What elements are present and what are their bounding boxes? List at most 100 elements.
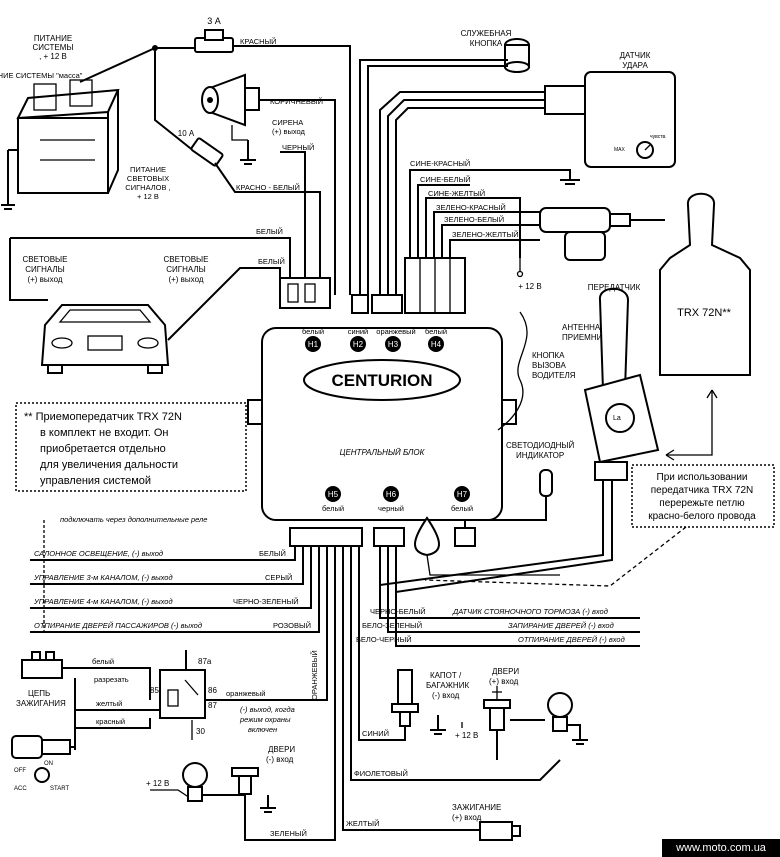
wire-black-label: ЧЕРНЫЙ: [282, 143, 314, 152]
central-unit: [247, 327, 517, 521]
signals-left-label-2: СИГНАЛЫ: [25, 265, 64, 274]
call-button-label-2: ВЫЗОВА: [532, 361, 566, 370]
ign-in-label: ЗАЖИГАНИЕ: [452, 803, 501, 812]
loop-note-3: перережьте петлю: [659, 498, 745, 509]
connector-h4-plug: [404, 257, 466, 314]
service-button-label: СЛУЖЕБНАЯ: [461, 29, 512, 38]
trx-note-box: [15, 402, 247, 492]
led-indicator-icon: [464, 469, 553, 530]
input-3-wire: БЕЛО-ЧЕРНЫЙ: [356, 635, 412, 644]
output-1-label: САЛОННОЕ ОСВЕЩЕНИЕ, (-) выход: [34, 549, 163, 558]
ignition-in-key-icon: [479, 821, 521, 841]
relay-87a: 87а: [198, 657, 212, 666]
wire-violet-label: ФИОЛЕТОВЫЙ: [354, 769, 408, 778]
loop-note-4: красно-белого провода: [648, 510, 756, 522]
h6-badge: H6: [386, 490, 397, 499]
ignition-circuit-label-2: ЗАЖИГАНИЯ: [16, 699, 66, 708]
antenna-label-2: ПРИЕМНИКА: [562, 333, 613, 342]
relay-86: 86: [208, 686, 217, 695]
h7-badge: H7: [457, 490, 468, 499]
light-power-label-2: СВЕТОВЫХ: [127, 174, 169, 183]
service-button-label-2: КНОПКА: [470, 39, 503, 48]
siren-label-2: (+) выход: [272, 127, 306, 136]
battery: [16, 79, 120, 194]
output-3-wire: ЧЕРНО-ЗЕЛЕНЫЙ: [233, 597, 299, 606]
fuse-10a-label: 10 А: [178, 129, 195, 138]
key-on: ON: [44, 761, 53, 767]
led-label: СВЕТОДИОДНЫЙ: [506, 441, 575, 450]
door-plus-switch-icon: [483, 699, 511, 731]
wire-brown-label: КОРИЧНЕВЫЙ: [270, 97, 323, 106]
h5-badge: H5: [328, 490, 339, 499]
siren-label: СИРЕНА: [272, 118, 303, 127]
relay-yellow-label: желтый: [96, 699, 122, 708]
output-4-wire: РОЗОВЫЙ: [273, 621, 311, 630]
siren-icon: [201, 73, 260, 141]
wire-blue-yellow-label: СИНЕ-ЖЕЛТЫЙ: [428, 189, 485, 198]
hood-label: КАПОТ /: [430, 671, 462, 680]
shock-sensor-label: ДАТЧИК: [620, 51, 651, 60]
power-label: ПИТАНИЕ: [34, 34, 72, 43]
trx-note-2: в комплект не входит. Он: [40, 427, 169, 439]
h3-badge: H3: [388, 340, 399, 349]
shock-sens: чувств.: [650, 134, 667, 140]
relay-note-1: (-) выход, когда: [240, 705, 295, 714]
central-unit-label: ЦЕНТРАЛЬНЫЙ БЛОК: [340, 448, 426, 457]
input-1-label: ДАТЧИК СТОЯНОЧНОГО ТОРМОЗА (-) вход: [452, 607, 608, 616]
h2-color: синий: [348, 327, 368, 336]
trx-note-4: для увеличения дальности: [40, 459, 178, 471]
footer-url[interactable]: www.moto.com.ua: [662, 839, 780, 857]
transmitter-badge: La: [613, 415, 621, 422]
signals-left-label: СВЕТОВЫЕ: [23, 255, 68, 264]
wire-white-label-1: БЕЛЫЙ: [256, 227, 283, 236]
ground-icon: [572, 739, 588, 745]
wire-blue-white-label: СИНЕ-БЕЛЫЙ: [420, 175, 471, 184]
relay-87: 87: [208, 701, 217, 710]
hood-label-3: (-) вход: [432, 691, 460, 700]
wire-green-white-label: ЗЕЛЕНО-БЕЛЫЙ: [444, 215, 504, 224]
wire-red-label: КРАСНЫЙ: [240, 37, 277, 46]
light-power-label: ПИТАНИЕ: [130, 165, 166, 174]
call-button-label-3: ВОДИТЕЛЯ: [532, 371, 576, 380]
output-3-label: УПРАВЛЕНИЕ 4-м КАНАЛОМ, (-) выход: [33, 597, 173, 606]
h1-color: белый: [302, 327, 324, 336]
relay-red-label: красный: [96, 717, 125, 726]
h3-color: оранжевый: [376, 327, 415, 336]
input-2-wire: БЕЛО-ЗЕЛЕНЫЙ: [362, 621, 422, 630]
output-2-label: УПРАВЛЕНИЕ 3-м КАНАЛОМ, (-) выход: [33, 573, 173, 582]
ground-icon: [260, 795, 276, 813]
trx-module: [659, 192, 751, 376]
relay-icon: [159, 650, 206, 740]
key-start: START: [50, 786, 69, 792]
hood-switch-icon: [391, 669, 419, 727]
relay-white-label: белый: [92, 657, 114, 666]
trx-note-1: ** Приемопередатчик TRX 72N: [24, 411, 182, 423]
loop-note-box: [631, 464, 775, 528]
relay-85: 85: [150, 686, 159, 695]
fuse-3a-label: 3 А: [207, 16, 221, 26]
light-power-label-4: + 12 В: [137, 192, 159, 201]
led-label-2: ИНДИКАТОР: [516, 451, 564, 460]
key-off: OFF: [14, 768, 26, 774]
ground-icon: [560, 179, 580, 185]
ground-label: ПИТАНИЕ СИСТЕМЫ "масса": [0, 71, 83, 80]
connector-h7-plug: [454, 527, 476, 547]
call-button-label: КНОПКА: [532, 351, 565, 360]
key-acc: ACC: [14, 786, 27, 792]
car-icon: [40, 304, 170, 374]
doors-minus-label: ДВЕРИ: [268, 745, 295, 754]
bulb-icon: [547, 692, 573, 732]
trx-note-3: приобретается отдельно: [40, 443, 166, 455]
h1-badge: H1: [308, 340, 319, 349]
ign-in-label-2: (+) вход: [452, 813, 482, 822]
transmitter-label: ПЕРЕДАТЧИК: [588, 283, 641, 292]
connector-h1-plug: [279, 277, 331, 309]
input-1-wire: ЧЕРНО-БЕЛЫЙ: [370, 607, 426, 616]
service-button-icon: [504, 38, 530, 73]
wire-yellow-label: ЖЕЛТЫЙ: [346, 819, 379, 828]
h4-color: белый: [425, 327, 447, 336]
ground-icon: [430, 715, 446, 735]
output-4-label: ОТПИРАНИЕ ДВЕРЕЙ ПАССАЖИРОВ (-) выход: [34, 621, 202, 630]
connector-h6-plug: [373, 527, 405, 547]
